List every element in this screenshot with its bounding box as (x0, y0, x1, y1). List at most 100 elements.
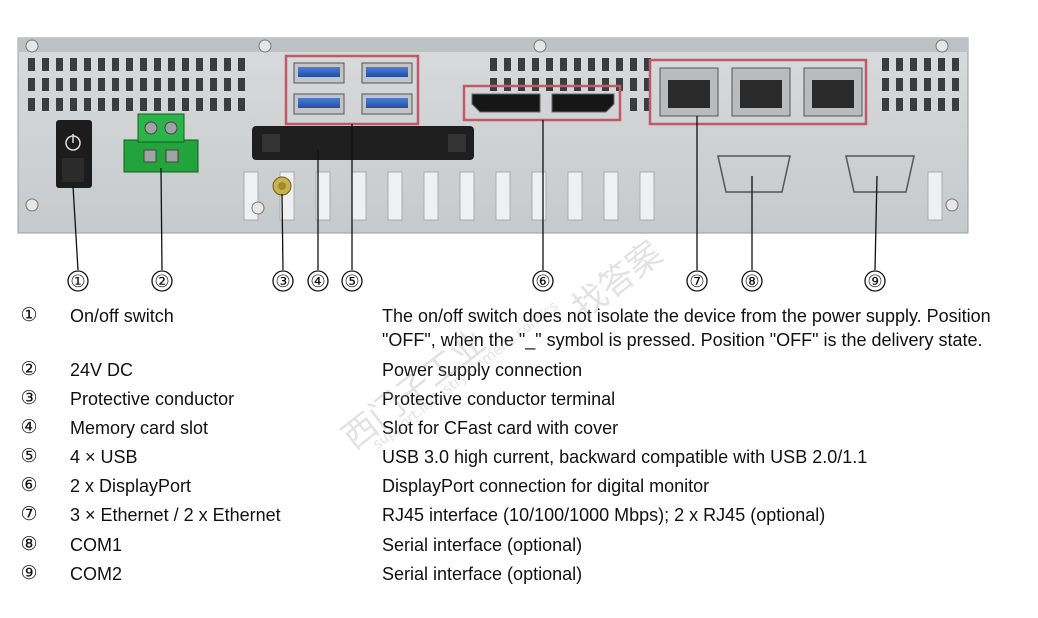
legend-marker: ② (20, 359, 38, 380)
vent-slot (42, 98, 49, 111)
legend-marker: ⑨ (20, 563, 38, 584)
vent-slot (602, 78, 609, 91)
vent-slot (532, 58, 539, 71)
device-rear-panel-figure: ① ② ③ ④ ⑤ ⑥ ⑦ ⑧ ⑨ (17, 37, 969, 292)
legend-name: COM2 (70, 564, 123, 584)
legend-name: 2 x DisplayPort (70, 476, 192, 496)
vent-slot (490, 58, 497, 71)
com-port-covers (717, 155, 915, 193)
legend-name: Memory card slot (70, 418, 209, 438)
ethernet-ports (648, 58, 868, 126)
cooling-fin (927, 171, 943, 221)
vent-slot (238, 58, 245, 71)
vent-slot (28, 58, 35, 71)
callout-leader-lines (72, 116, 878, 271)
callout-number: ④ (310, 272, 325, 291)
vent-slot (168, 58, 175, 71)
vent-slot (938, 78, 945, 91)
legend-marker: ⑤ (20, 446, 38, 467)
vent-slot (196, 98, 203, 111)
cooling-fin (531, 171, 547, 221)
vent-grille (28, 58, 959, 221)
vent-slot (896, 78, 903, 91)
cooling-fin (639, 171, 655, 221)
vent-slot (644, 78, 651, 91)
vent-slot (70, 98, 77, 111)
cooling-fin (423, 171, 439, 221)
callout-number: ⑥ (535, 272, 550, 291)
legend-name: 3 × Ethernet / 2 x Ethernet (70, 505, 281, 525)
callout-number: ⑧ (744, 272, 759, 291)
vent-slot (84, 78, 91, 91)
legend-description: USB 3.0 high current, backward compatibl… (382, 447, 868, 467)
vent-slot (518, 78, 525, 91)
legend-marker: ① (20, 305, 38, 326)
vent-slot (644, 98, 651, 111)
vent-slot (224, 58, 231, 71)
vent-slot (574, 78, 581, 91)
vent-slot (882, 58, 889, 71)
vent-slot (182, 98, 189, 111)
vent-slot (924, 98, 931, 111)
vent-slot (28, 98, 35, 111)
callout-marker: ⑦ (686, 270, 708, 292)
callout-marker: ⑧ (741, 270, 763, 292)
callout-marker: ⑥ (532, 270, 554, 292)
vent-slot (560, 78, 567, 91)
vent-slot (154, 98, 161, 111)
power-switch (56, 120, 92, 188)
vent-slot (70, 78, 77, 91)
vent-slot (56, 98, 63, 111)
vent-slot (896, 98, 903, 111)
vent-slot (70, 58, 77, 71)
vent-slot (210, 98, 217, 111)
vent-slot (112, 58, 119, 71)
legend-description: Power supply connection (382, 360, 583, 380)
vent-slot (588, 78, 595, 91)
vent-slot (154, 78, 161, 91)
vent-slot (882, 78, 889, 91)
callout-number: ⑤ (344, 272, 359, 291)
callout-number: ⑦ (689, 272, 704, 291)
vent-slot (938, 98, 945, 111)
vent-slot (182, 58, 189, 71)
legend-marker: ③ (20, 388, 38, 409)
vent-slot (238, 78, 245, 91)
vent-slot (224, 78, 231, 91)
vent-slot (952, 98, 959, 111)
vent-slot (28, 78, 35, 91)
cfast-slot-cover (252, 126, 474, 160)
vent-slot (210, 58, 217, 71)
vent-slot (644, 58, 651, 71)
legend-description: DisplayPort connection for digital monit… (382, 476, 710, 496)
vent-slot (126, 58, 133, 71)
vent-slot (224, 98, 231, 111)
vent-slot (910, 78, 917, 91)
vent-slot (896, 58, 903, 71)
callout-number: ① (70, 272, 85, 291)
vent-slot (126, 98, 133, 111)
cooling-fin (459, 171, 475, 221)
vent-slot (490, 78, 497, 91)
cooling-fin (603, 171, 619, 221)
vent-slot (84, 58, 91, 71)
vent-slot (140, 78, 147, 91)
vent-slot (910, 98, 917, 111)
legend-description: The on/off switch does not isolate the d… (382, 306, 991, 350)
vent-slot (112, 78, 119, 91)
vent-slot (182, 78, 189, 91)
cooling-fin (495, 171, 511, 221)
callout-marker: ③ (272, 270, 294, 292)
legend-name: On/off switch (70, 306, 174, 326)
cooling-fin (567, 171, 583, 221)
vent-slot (952, 78, 959, 91)
vent-slot (630, 58, 637, 71)
vent-slot (924, 58, 931, 71)
vent-slot (938, 58, 945, 71)
vent-slot (126, 78, 133, 91)
vent-slot (140, 58, 147, 71)
legend-description: Serial interface (optional) (382, 564, 583, 584)
vent-slot (518, 58, 525, 71)
callout-marker: ② (151, 270, 173, 292)
callout-marker: ① (67, 270, 89, 292)
